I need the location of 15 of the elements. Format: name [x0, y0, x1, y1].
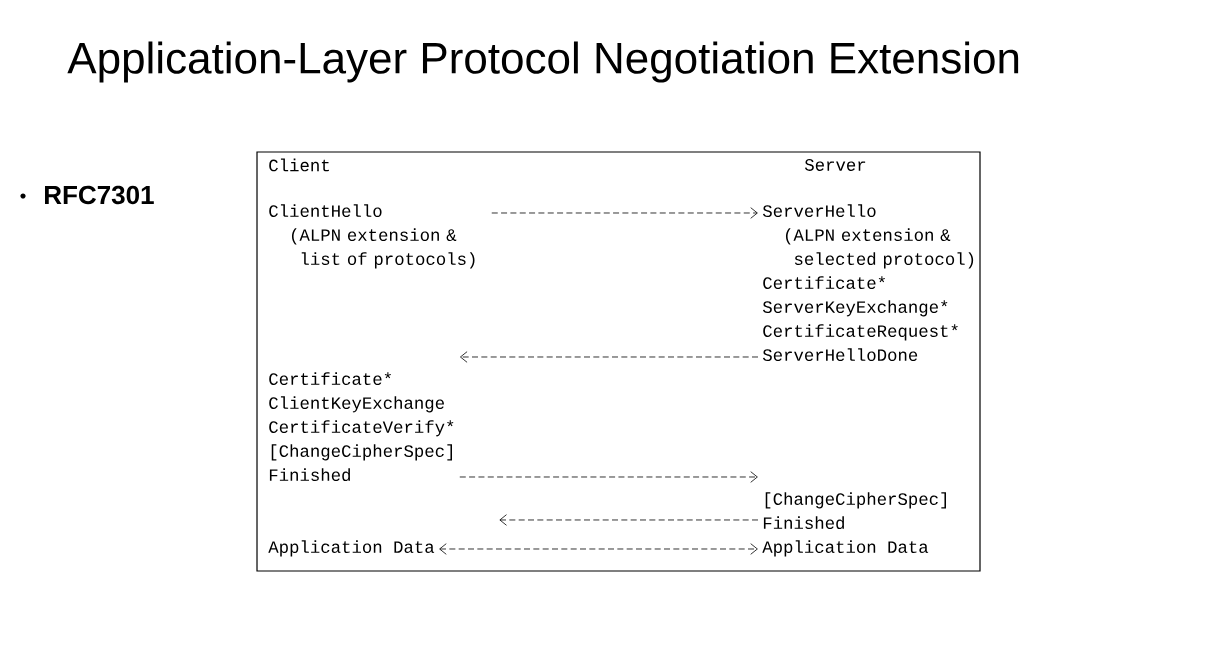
- message-group: ServerHello (ALPN extension & selected protocol) Certificate* ServerKeyExchange* CertificateRequest* ServerHelloDone: [762, 204, 974, 361]
- arrow: [491, 207, 758, 219]
- column-heading: Server: [804, 159, 866, 171]
- arrow: [499, 514, 759, 526]
- message-group: Certificate* ClientKeyExchange CertificateVerify* [ChangeCipherSpec] Finished: [269, 372, 454, 482]
- bullet-text: RFC7301: [45, 185, 154, 205]
- column-heading: Client: [269, 158, 329, 172]
- arrow: [439, 543, 758, 555]
- arrow: [460, 351, 759, 363]
- message-group: [ChangeCipherSpec] Finished: [763, 492, 946, 530]
- message-group: Application Data: [762, 540, 929, 557]
- message-group: ClientHello (ALPN extension & list of protocols): [269, 204, 475, 269]
- arrow: [459, 471, 758, 483]
- message-group: Application Data: [268, 540, 435, 557]
- slide-title: Application-Layer Protocol Negotiation Extension: [67, 41, 1019, 83]
